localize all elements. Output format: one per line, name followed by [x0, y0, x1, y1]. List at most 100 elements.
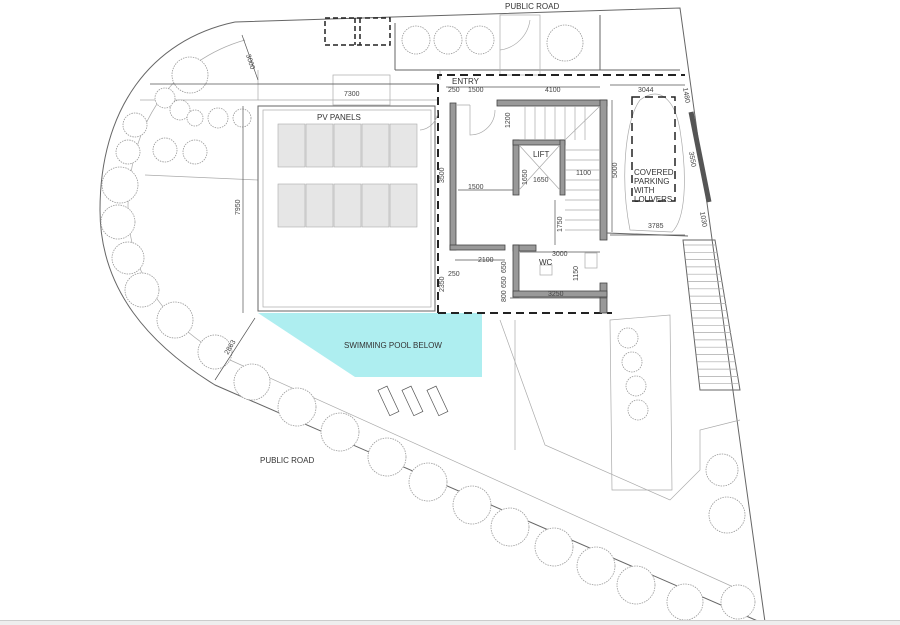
parking-label-2: PARKING: [634, 177, 669, 186]
tree: [627, 399, 649, 421]
tree: [152, 137, 178, 163]
dim-650b: 650: [501, 276, 508, 288]
dim-1200: 1200: [505, 112, 512, 128]
dim-3500: 3500: [439, 167, 446, 183]
parking-label-1: COVERED: [634, 168, 674, 177]
tree: [367, 437, 407, 477]
tree: [546, 24, 584, 62]
parking-label-3: WITH: [634, 186, 655, 195]
dimension-labels: 3000 7300 250 1500 4100 3044 1480 1200 3…: [224, 53, 708, 356]
tree: [232, 108, 252, 128]
dim-3000-top: 3000: [244, 53, 256, 70]
tree: [277, 387, 317, 427]
pv-panel: [361, 183, 390, 228]
tree: [433, 25, 463, 55]
tree: [705, 453, 739, 487]
entry-label: ENTRY: [452, 77, 480, 86]
pv-panel: [277, 123, 306, 168]
dim-3044: 3044: [638, 87, 654, 94]
pv-panel: [389, 183, 418, 228]
tree: [115, 139, 141, 165]
tree: [124, 272, 160, 308]
dim-1750: 1750: [557, 216, 564, 232]
public-road-bottom-label: PUBLIC ROAD: [260, 456, 314, 465]
dim-2350: 2350: [439, 276, 446, 292]
tree: [401, 25, 431, 55]
tree: [111, 241, 145, 275]
dim-7950: 7950: [235, 199, 242, 215]
dim-650a: 650: [501, 261, 508, 273]
tree: [197, 334, 233, 370]
wc-label: WC: [539, 258, 553, 267]
tree: [101, 166, 139, 204]
tree: [182, 139, 208, 165]
dim-1500a: 1500: [468, 87, 484, 94]
dim-1650-horizontal: 1650: [533, 177, 549, 184]
dim-1500b: 1500: [468, 184, 484, 191]
dim-250a: 250: [448, 87, 460, 94]
tree: [122, 112, 148, 138]
dim-5000: 5000: [612, 162, 619, 178]
tree: [233, 363, 271, 401]
tree: [625, 375, 647, 397]
pool-label: SWIMMING POOL BELOW: [344, 341, 442, 350]
dim-4100: 4100: [545, 87, 561, 94]
parking-label-4: LOUVERS: [634, 195, 672, 204]
trees: [100, 24, 756, 621]
lift-label: LIFT: [533, 150, 550, 159]
tree: [534, 527, 574, 567]
dim-1150: 1150: [573, 266, 580, 281]
tree: [186, 109, 204, 127]
tree: [490, 507, 530, 547]
dim-1650-vertical: 1650: [522, 169, 529, 185]
dimension-lines: [150, 34, 685, 381]
dim-1100: 1100: [576, 170, 591, 177]
external-stairs: [682, 239, 741, 391]
dim-800: 800: [501, 290, 508, 302]
dim-3785: 3785: [648, 223, 664, 230]
tree: [576, 546, 616, 586]
dim-1030: 1030: [698, 211, 708, 228]
public-road-top-label: PUBLIC ROAD: [505, 2, 559, 11]
pv-panel: [277, 183, 306, 228]
dim-3000: 3000: [552, 251, 568, 258]
tree: [720, 584, 756, 620]
tree: [452, 485, 492, 525]
tree: [169, 99, 191, 121]
tree: [666, 583, 704, 621]
dim-3550: 3550: [687, 151, 697, 168]
tree: [616, 565, 656, 605]
tree: [320, 412, 360, 452]
tree: [465, 25, 495, 55]
pv-panel: [389, 123, 418, 168]
dim-2100: 2100: [478, 257, 494, 264]
tree: [171, 56, 209, 94]
covered-parking: [606, 93, 712, 237]
pv-panel: [305, 123, 334, 168]
tree: [617, 327, 639, 349]
dim-3250: 3250: [548, 291, 564, 298]
tree: [207, 107, 229, 129]
tree: [156, 301, 194, 339]
sun-loungers: [377, 385, 449, 417]
tree: [408, 462, 448, 502]
pv-panels-label: PV PANELS: [317, 113, 361, 122]
pv-panel: [361, 123, 390, 168]
bottom-edge: [0, 620, 900, 625]
building-footprint: [419, 74, 685, 314]
top-gate-boxes: [324, 14, 541, 106]
dim-7300: 7300: [344, 91, 360, 98]
tree: [708, 496, 746, 534]
tree: [621, 351, 643, 373]
pv-panel: [333, 123, 362, 168]
tree: [154, 87, 176, 109]
dim-1480: 1480: [681, 87, 691, 104]
pv-panel-area: [257, 105, 436, 312]
pv-panel: [333, 183, 362, 228]
pv-panel: [305, 183, 334, 228]
tree: [100, 204, 136, 240]
swimming-pool: [258, 313, 482, 377]
dim-250b: 250: [448, 271, 460, 278]
